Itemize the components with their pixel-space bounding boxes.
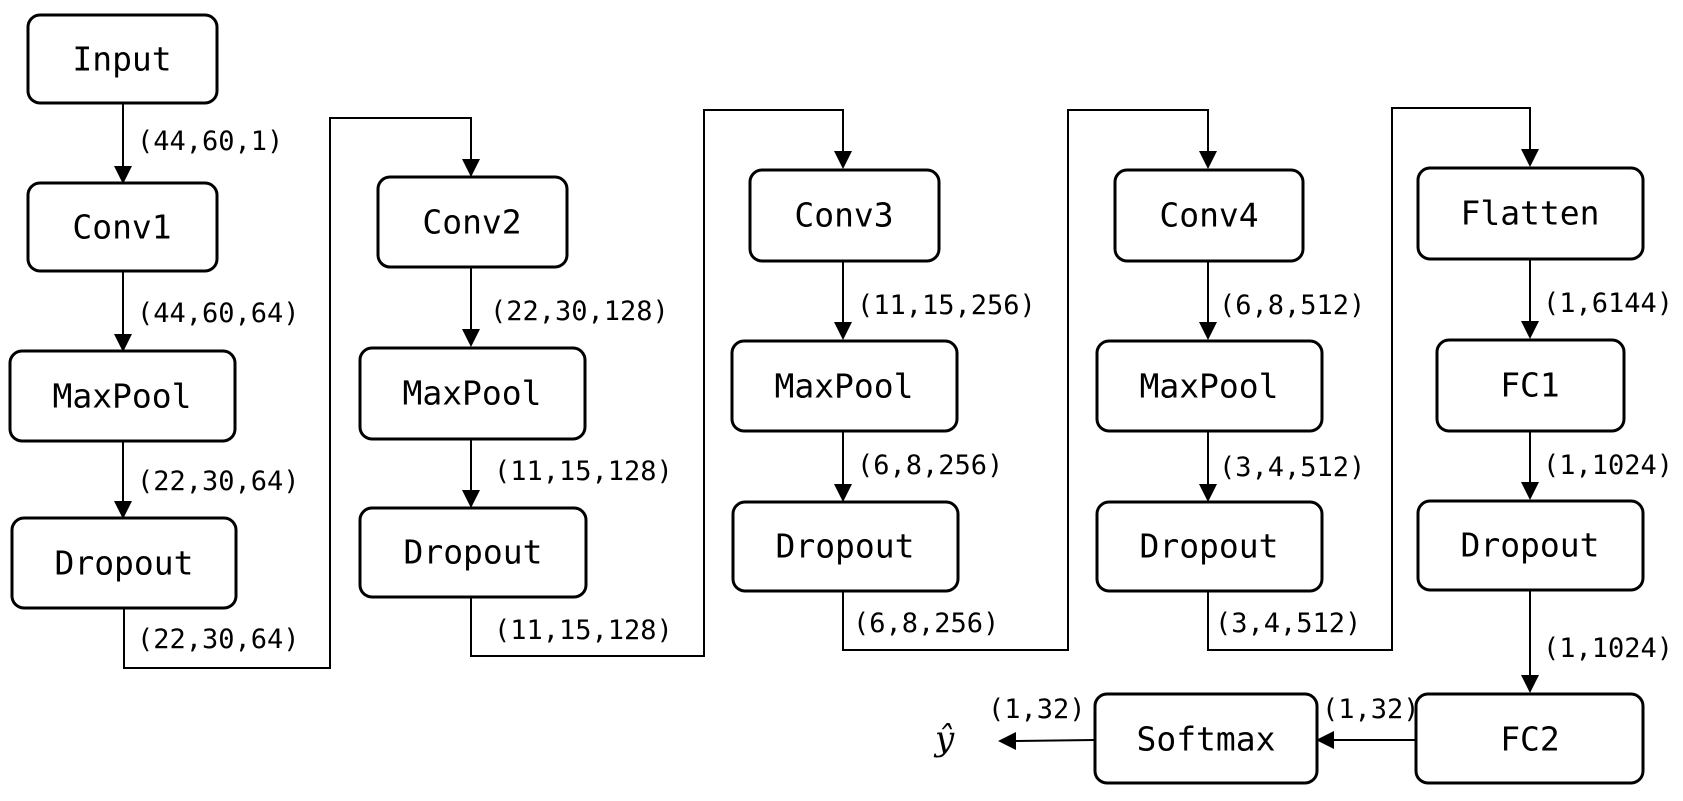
layer-maxpool2: MaxPool bbox=[358, 346, 587, 441]
arrowhead-fc2 bbox=[1521, 675, 1539, 693]
shape-dropout3-out: (6,8,256) bbox=[853, 608, 999, 639]
layer-conv2: Conv2 bbox=[376, 175, 569, 269]
shape-maxpool1-dropout1: (22,30,64) bbox=[137, 466, 300, 497]
arrowhead-conv2 bbox=[462, 159, 480, 177]
arrowhead-dropout3 bbox=[834, 484, 852, 502]
arrowhead-dropout2 bbox=[462, 490, 480, 508]
wire-dropout4-flatten bbox=[1207, 107, 1531, 651]
shape-dropout4-out: (3,4,512) bbox=[1215, 608, 1361, 639]
layer-maxpool1: MaxPool bbox=[8, 349, 237, 443]
layer-dropout3-label: Dropout bbox=[775, 527, 914, 566]
shape-fc2-softmax: (1,32) bbox=[1322, 694, 1420, 725]
layer-dropout1-label: Dropout bbox=[54, 544, 193, 583]
arrowhead-dropout4 bbox=[1199, 484, 1217, 502]
shape-dropout2-out: (11,15,128) bbox=[494, 615, 673, 646]
layer-maxpool3: MaxPool bbox=[730, 339, 959, 433]
arrow-softmax-output bbox=[1011, 739, 1095, 742]
shape-maxpool2-dropout2: (11,15,128) bbox=[494, 456, 673, 487]
shape-maxpool4-dropout4: (3,4,512) bbox=[1219, 452, 1365, 483]
layer-fc1: FC1 bbox=[1435, 338, 1626, 433]
shape-conv1-maxpool1: (44,60,64) bbox=[137, 298, 300, 329]
layer-conv3-label: Conv3 bbox=[794, 196, 893, 235]
arrowhead-conv1 bbox=[114, 166, 132, 184]
shape-conv3-maxpool3: (11,15,256) bbox=[857, 290, 1036, 321]
layer-dropout2-label: Dropout bbox=[403, 533, 542, 572]
layer-input: Input bbox=[26, 13, 219, 105]
wire-dropout3-conv4 bbox=[842, 109, 1209, 651]
wire-dropout2-conv3 bbox=[470, 109, 844, 657]
layer-flatten-label: Flatten bbox=[1460, 194, 1599, 233]
output-label: ŷ bbox=[933, 719, 955, 759]
layer-conv3: Conv3 bbox=[748, 168, 941, 263]
layer-dropout5: Dropout bbox=[1416, 499, 1645, 592]
connectors bbox=[114, 103, 1539, 750]
layer-dropout4: Dropout bbox=[1095, 500, 1324, 593]
arrowhead-maxpool1 bbox=[114, 334, 132, 352]
arrowhead-maxpool4 bbox=[1199, 322, 1217, 340]
arrowhead-dropout5 bbox=[1521, 482, 1539, 500]
layer-maxpool4: MaxPool bbox=[1095, 339, 1324, 433]
layer-dropout1: Dropout bbox=[10, 516, 238, 610]
layer-softmax-label: Softmax bbox=[1136, 720, 1275, 759]
shape-conv4-maxpool4: (6,8,512) bbox=[1219, 290, 1365, 321]
arrowhead-conv4 bbox=[1199, 151, 1217, 169]
layer-fc2-label: FC2 bbox=[1500, 720, 1560, 759]
arrowhead-output bbox=[998, 732, 1016, 750]
layer-input-label: Input bbox=[72, 40, 171, 79]
layer-conv4: Conv4 bbox=[1113, 168, 1305, 263]
shape-fc1-dropout5: (1,1024) bbox=[1543, 450, 1673, 481]
layer-conv4-label: Conv4 bbox=[1159, 196, 1258, 235]
layer-conv1: Conv1 bbox=[26, 181, 219, 273]
layer-maxpool3-label: MaxPool bbox=[774, 367, 913, 406]
layer-conv2-label: Conv2 bbox=[422, 203, 521, 242]
layer-maxpool1-label: MaxPool bbox=[52, 377, 191, 416]
layer-dropout2: Dropout bbox=[358, 506, 588, 599]
layer-flatten: Flatten bbox=[1416, 166, 1645, 261]
shape-maxpool3-dropout3: (6,8,256) bbox=[857, 450, 1003, 481]
shape-input-conv1: (44,60,1) bbox=[137, 126, 283, 157]
arrowhead-fc1 bbox=[1521, 321, 1539, 339]
shape-conv2-maxpool2: (22,30,128) bbox=[490, 296, 669, 327]
layer-fc2: FC2 bbox=[1414, 692, 1645, 785]
arrowhead-maxpool3 bbox=[834, 322, 852, 340]
arrowhead-flatten bbox=[1521, 149, 1539, 167]
layer-dropout5-label: Dropout bbox=[1460, 526, 1599, 565]
layer-softmax: Softmax bbox=[1093, 692, 1319, 785]
layer-dropout3: Dropout bbox=[731, 500, 960, 593]
layer-fc1-label: FC1 bbox=[1500, 366, 1560, 405]
arrowhead-dropout1 bbox=[114, 501, 132, 519]
layer-maxpool2-label: MaxPool bbox=[402, 374, 541, 413]
layer-conv1-label: Conv1 bbox=[72, 208, 171, 247]
layer-dropout4-label: Dropout bbox=[1139, 527, 1278, 566]
layer-maxpool4-label: MaxPool bbox=[1139, 367, 1278, 406]
shape-dropout1-out: (22,30,64) bbox=[137, 624, 300, 655]
shape-labels: (44,60,1) (44,60,64) (22,30,64) (22,30,6… bbox=[137, 126, 1673, 725]
shape-dropout5-fc2: (1,1024) bbox=[1543, 633, 1673, 664]
arrowhead-softmax bbox=[1316, 731, 1334, 749]
arrowhead-conv3 bbox=[834, 151, 852, 169]
arrowhead-maxpool2 bbox=[462, 329, 480, 347]
shape-softmax-out: (1,32) bbox=[988, 694, 1086, 725]
shape-flatten-fc1: (1,6144) bbox=[1543, 288, 1673, 319]
wire-dropout1-conv2 bbox=[123, 117, 472, 669]
